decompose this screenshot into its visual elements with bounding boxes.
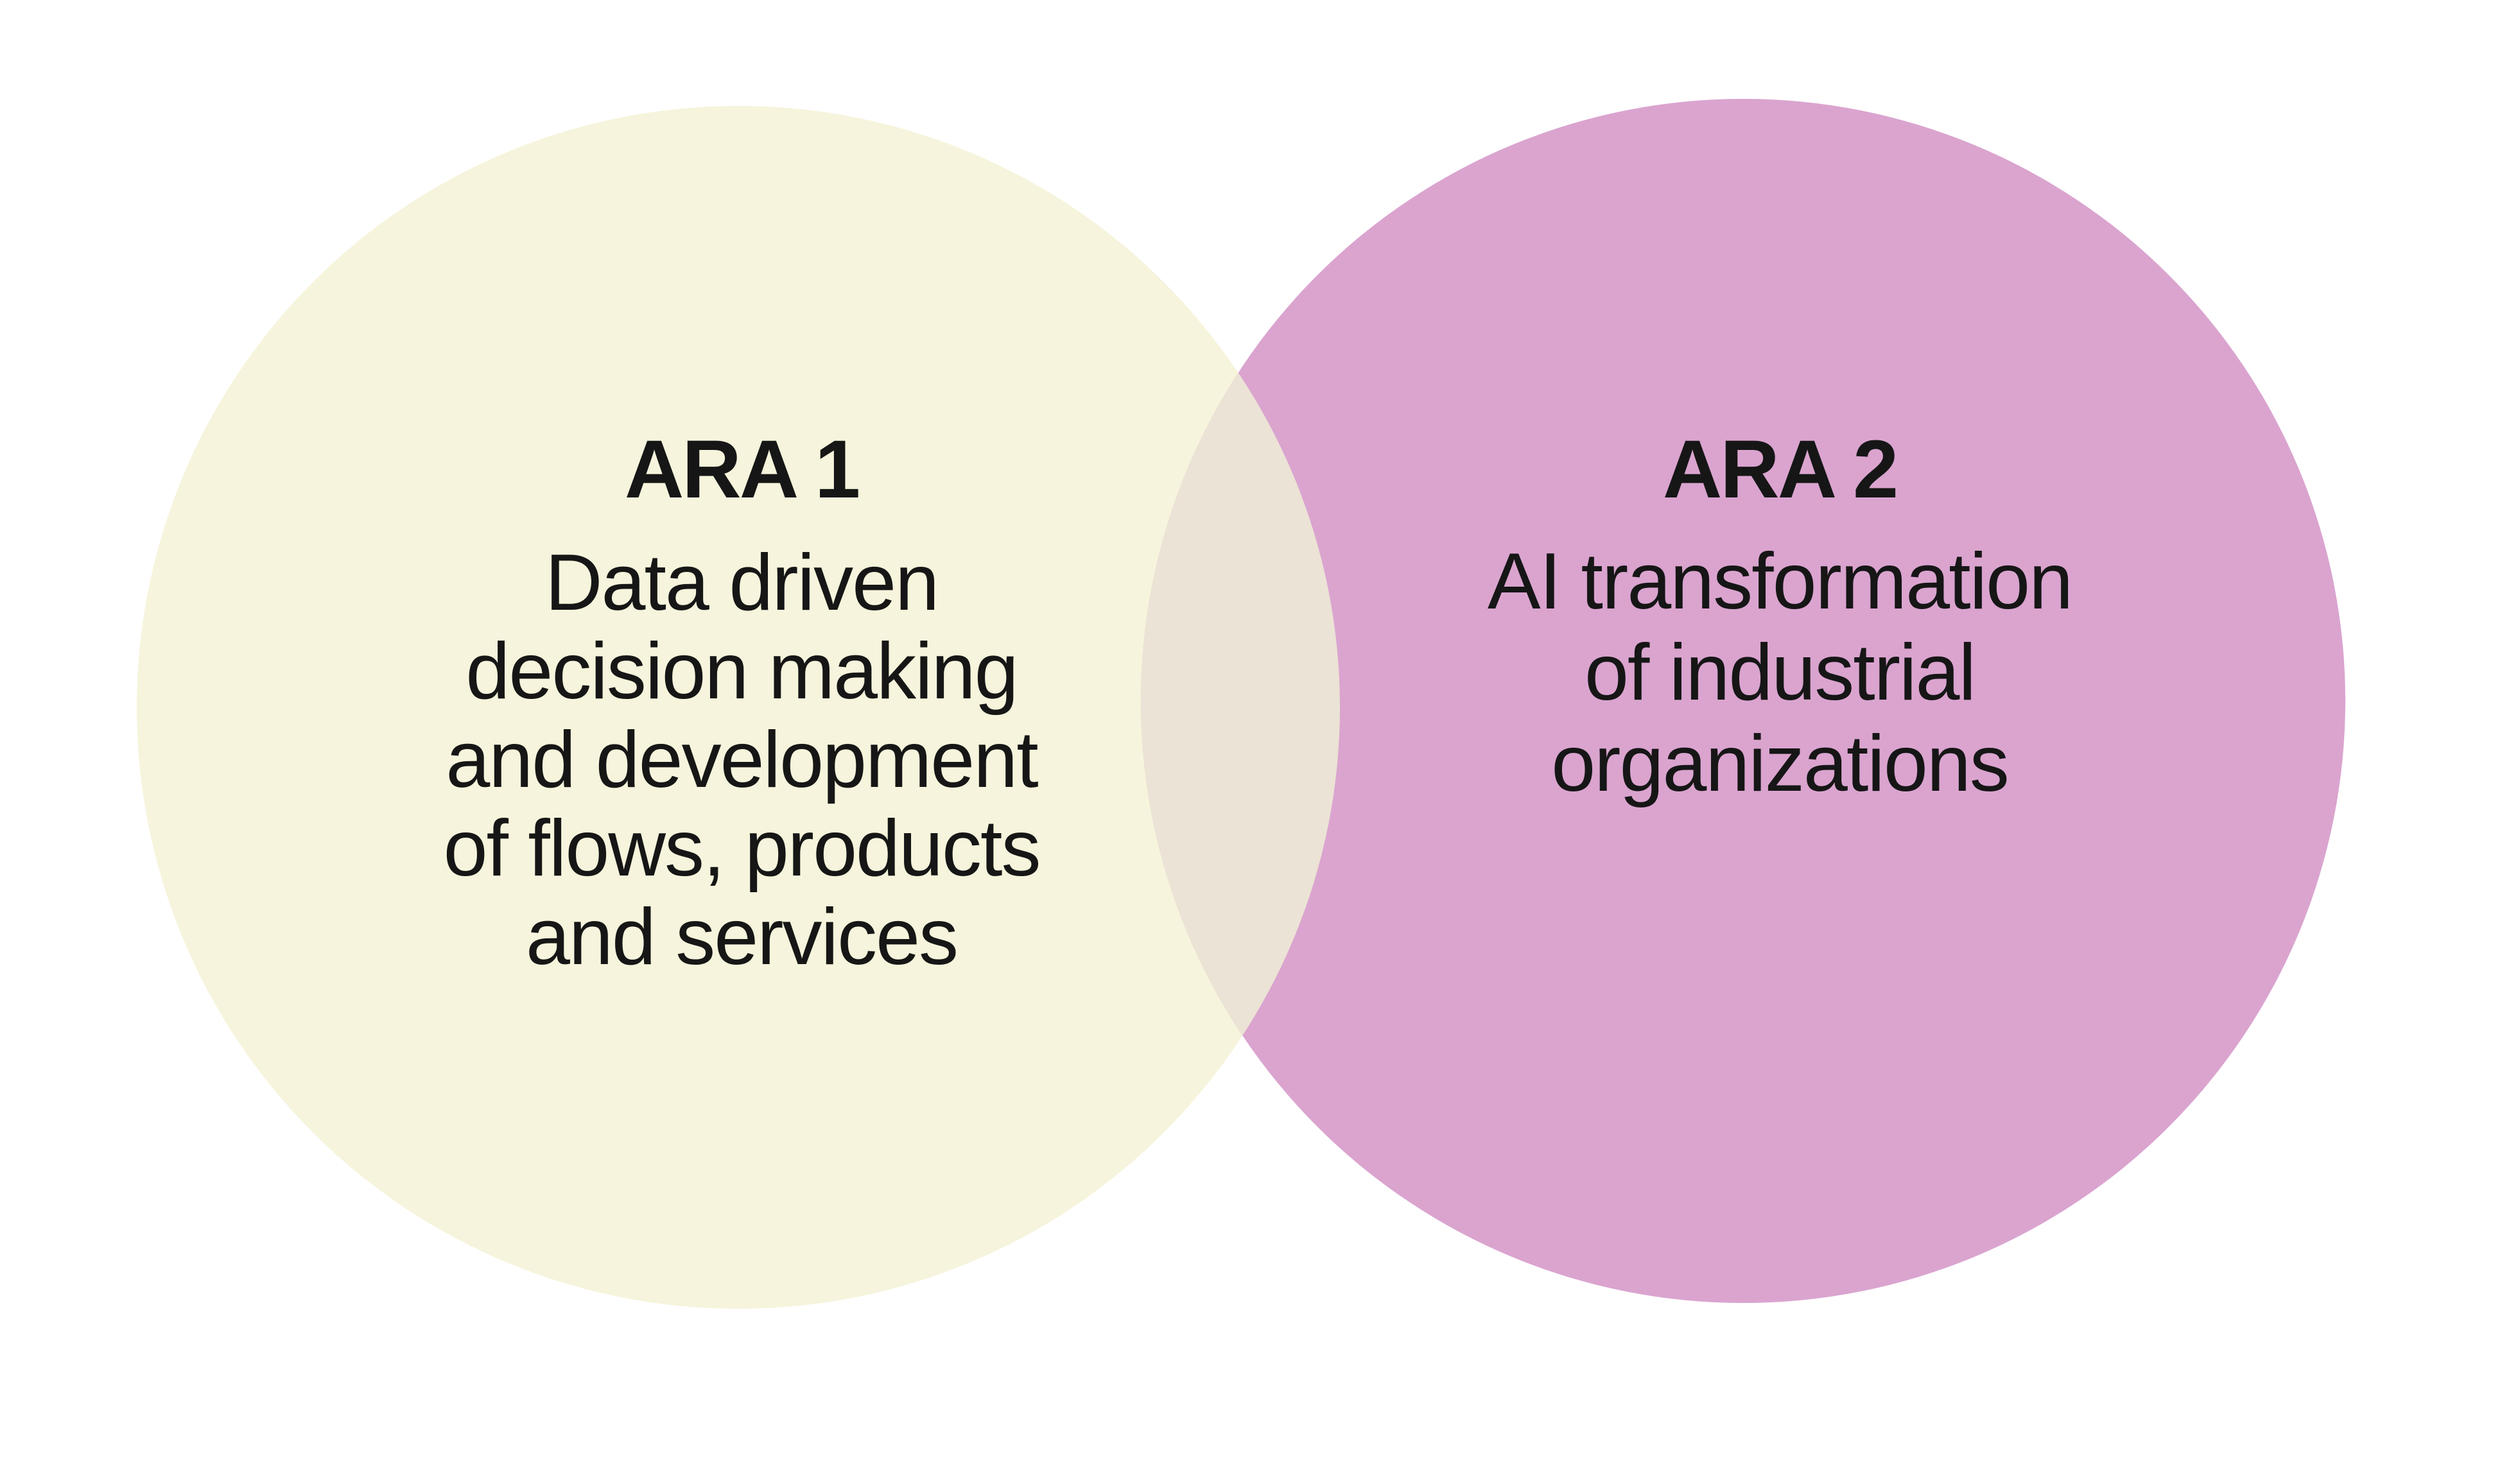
left-circle-line: of flows, products	[444, 804, 1040, 893]
venn-labels: ARA 1 Data driven decision making and de…	[444, 424, 2074, 981]
right-circle-line: AI transformation	[1488, 537, 2072, 626]
right-circle	[1141, 99, 2345, 1303]
left-circle-title: ARA 1	[625, 424, 858, 515]
right-circle-line: organizations	[1551, 720, 2008, 808]
left-circle	[137, 106, 1340, 1309]
left-circle-line: Data driven	[545, 539, 938, 627]
left-circle-line: decision making	[465, 627, 1017, 716]
left-circle-line: and services	[526, 893, 957, 981]
right-circle-title: ARA 2	[1663, 424, 1897, 515]
left-circle-line: and development	[446, 716, 1038, 804]
right-circle-line: of industrial	[1585, 628, 1975, 717]
